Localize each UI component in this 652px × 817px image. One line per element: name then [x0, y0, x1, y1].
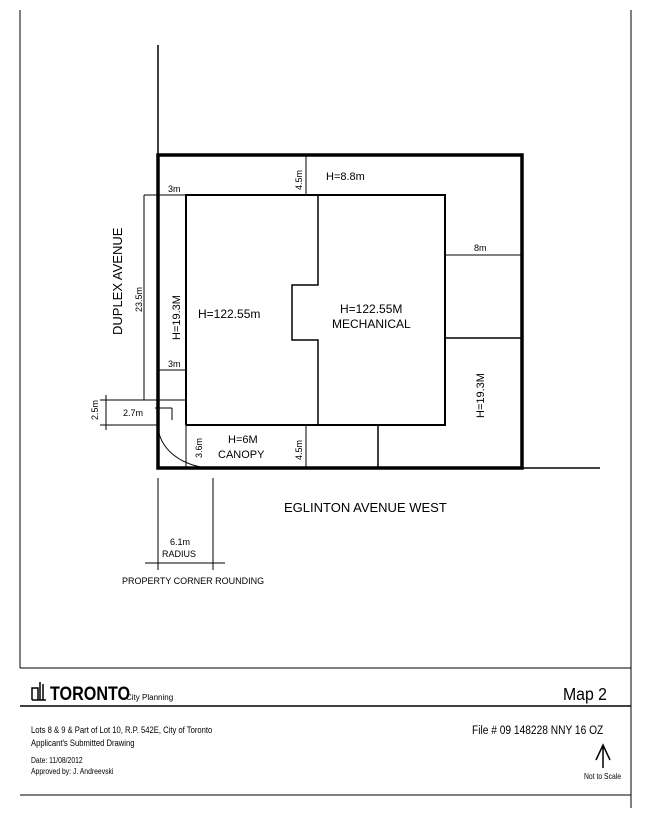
toronto-logo-text: TORONTO	[50, 683, 130, 705]
dim-4-5m-top: 4.5m	[294, 170, 304, 190]
property-line	[156, 153, 524, 470]
mech-label: MECHANICAL	[332, 317, 411, 331]
dim-radius: RADIUS	[162, 549, 196, 559]
dim-6-1m: 6.1m	[170, 537, 190, 547]
toronto-logo-icon	[31, 682, 46, 701]
scale-note: Not to Scale	[584, 772, 622, 781]
approved-by: Approved by: J. Andreevski	[31, 767, 114, 776]
dim-23-5m: 23.5m	[134, 287, 144, 312]
right-height: H=19.3M	[475, 373, 487, 418]
dim-8m: 8m	[474, 243, 487, 253]
dim-3m-mid: 3m	[168, 359, 181, 369]
dim-3m-top: 3m	[168, 184, 181, 194]
map-number: Map 2	[563, 684, 607, 704]
tower-height: H=122.55m	[198, 307, 260, 321]
street-eglinton: EGLINTON AVENUE WEST	[284, 500, 447, 515]
dim-3-6m: 3.6m	[194, 438, 204, 458]
date: Date: 11/08/2012	[31, 756, 83, 765]
corner-note: PROPERTY CORNER ROUNDING	[122, 576, 264, 586]
dept-label: City Planning	[126, 693, 173, 702]
street-duplex: DUPLEX AVENUE	[110, 227, 125, 335]
canopy-height: H=6M	[228, 434, 258, 446]
lots-description: Lots 8 & 9 & Part of Lot 10, R.P. 542E, …	[31, 725, 213, 735]
file-number: File # 09 148228 NNY 16 OZ	[472, 724, 603, 737]
top-height: H=8.8m	[326, 171, 365, 183]
canopy-label: CANOPY	[218, 449, 265, 461]
dim-4-5m-bottom: 4.5m	[294, 440, 304, 460]
dim-2-7m: 2.7m	[123, 408, 143, 418]
building-outline	[185, 194, 446, 426]
left-height: H=19.3M	[171, 295, 183, 340]
mech-height: H=122.55M	[340, 302, 402, 316]
north-arrow-icon	[595, 743, 611, 768]
drawing-subtitle: Applicant's Submitted Drawing	[31, 738, 135, 748]
dim-2-5m: 2.5m	[90, 400, 100, 420]
